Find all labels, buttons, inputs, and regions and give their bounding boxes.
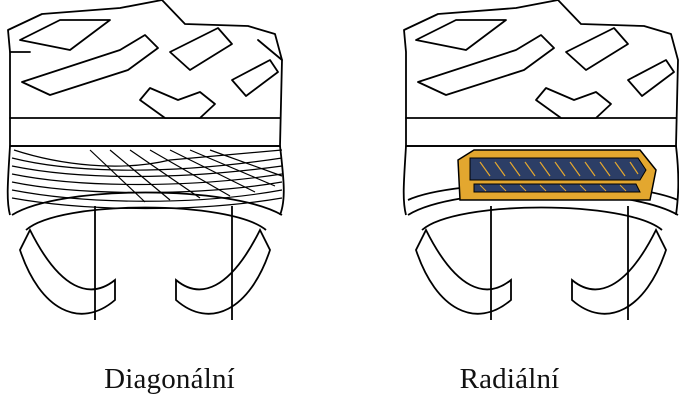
tread-block <box>404 0 678 146</box>
radial-tire-figure: Radiální <box>340 0 679 408</box>
radial-belt-package <box>458 150 656 200</box>
radial-tire-drawing <box>340 0 679 340</box>
radial-caption: Radiální <box>340 363 679 396</box>
diagonal-tire-drawing <box>0 0 339 340</box>
diagonal-ply-lines <box>12 150 282 209</box>
diagonal-tire-figure: Diagonální <box>0 0 339 408</box>
tread-block <box>8 0 282 146</box>
diagonal-caption: Diagonální <box>0 363 339 396</box>
